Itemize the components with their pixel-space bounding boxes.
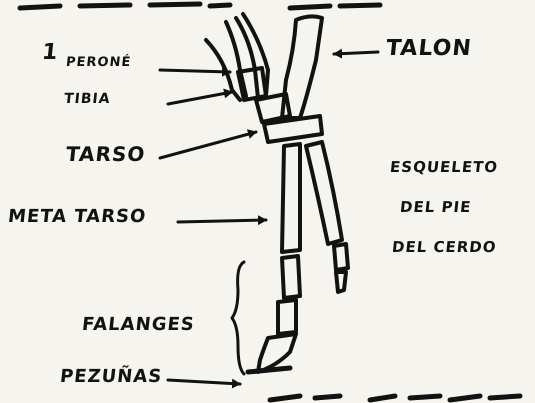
label-talon: TALON (385, 38, 473, 60)
metatarsal-lateral (306, 142, 342, 244)
arrow-meta-tarso (178, 220, 266, 222)
top-cutoff-text (20, 4, 380, 8)
arrow-tibia (168, 92, 232, 104)
label-tarso: TARSO (65, 144, 146, 164)
metatarsal-main (282, 144, 300, 252)
arrow-tarso (160, 132, 256, 158)
arrow-pezunas (168, 380, 240, 384)
dewclaw-phalanx (334, 244, 348, 270)
title-line-2: DEL PIE (399, 200, 472, 215)
label-pezunas: PEZUÑAS (59, 368, 163, 386)
arrow-talon (334, 52, 378, 54)
label-tibia: TIBIA (63, 92, 111, 106)
phalanx-2 (278, 300, 296, 334)
bottom-cutoff-text (270, 396, 520, 400)
label-number: 1 (41, 42, 60, 64)
arrow-perone (160, 70, 230, 72)
phalanx-1 (282, 256, 300, 298)
ankle-block (238, 68, 266, 100)
label-falanges: FALANGES (81, 316, 196, 334)
title-line-3: DEL CERDO (391, 240, 497, 255)
title-line-1: ESQUELETO (389, 160, 499, 175)
label-perone: PERONÉ (65, 56, 132, 69)
dewclaw-hoof (336, 272, 346, 292)
hoof-sole (248, 368, 290, 372)
falanges-brace (232, 262, 244, 374)
label-meta-tarso: META TARSO (7, 208, 147, 226)
